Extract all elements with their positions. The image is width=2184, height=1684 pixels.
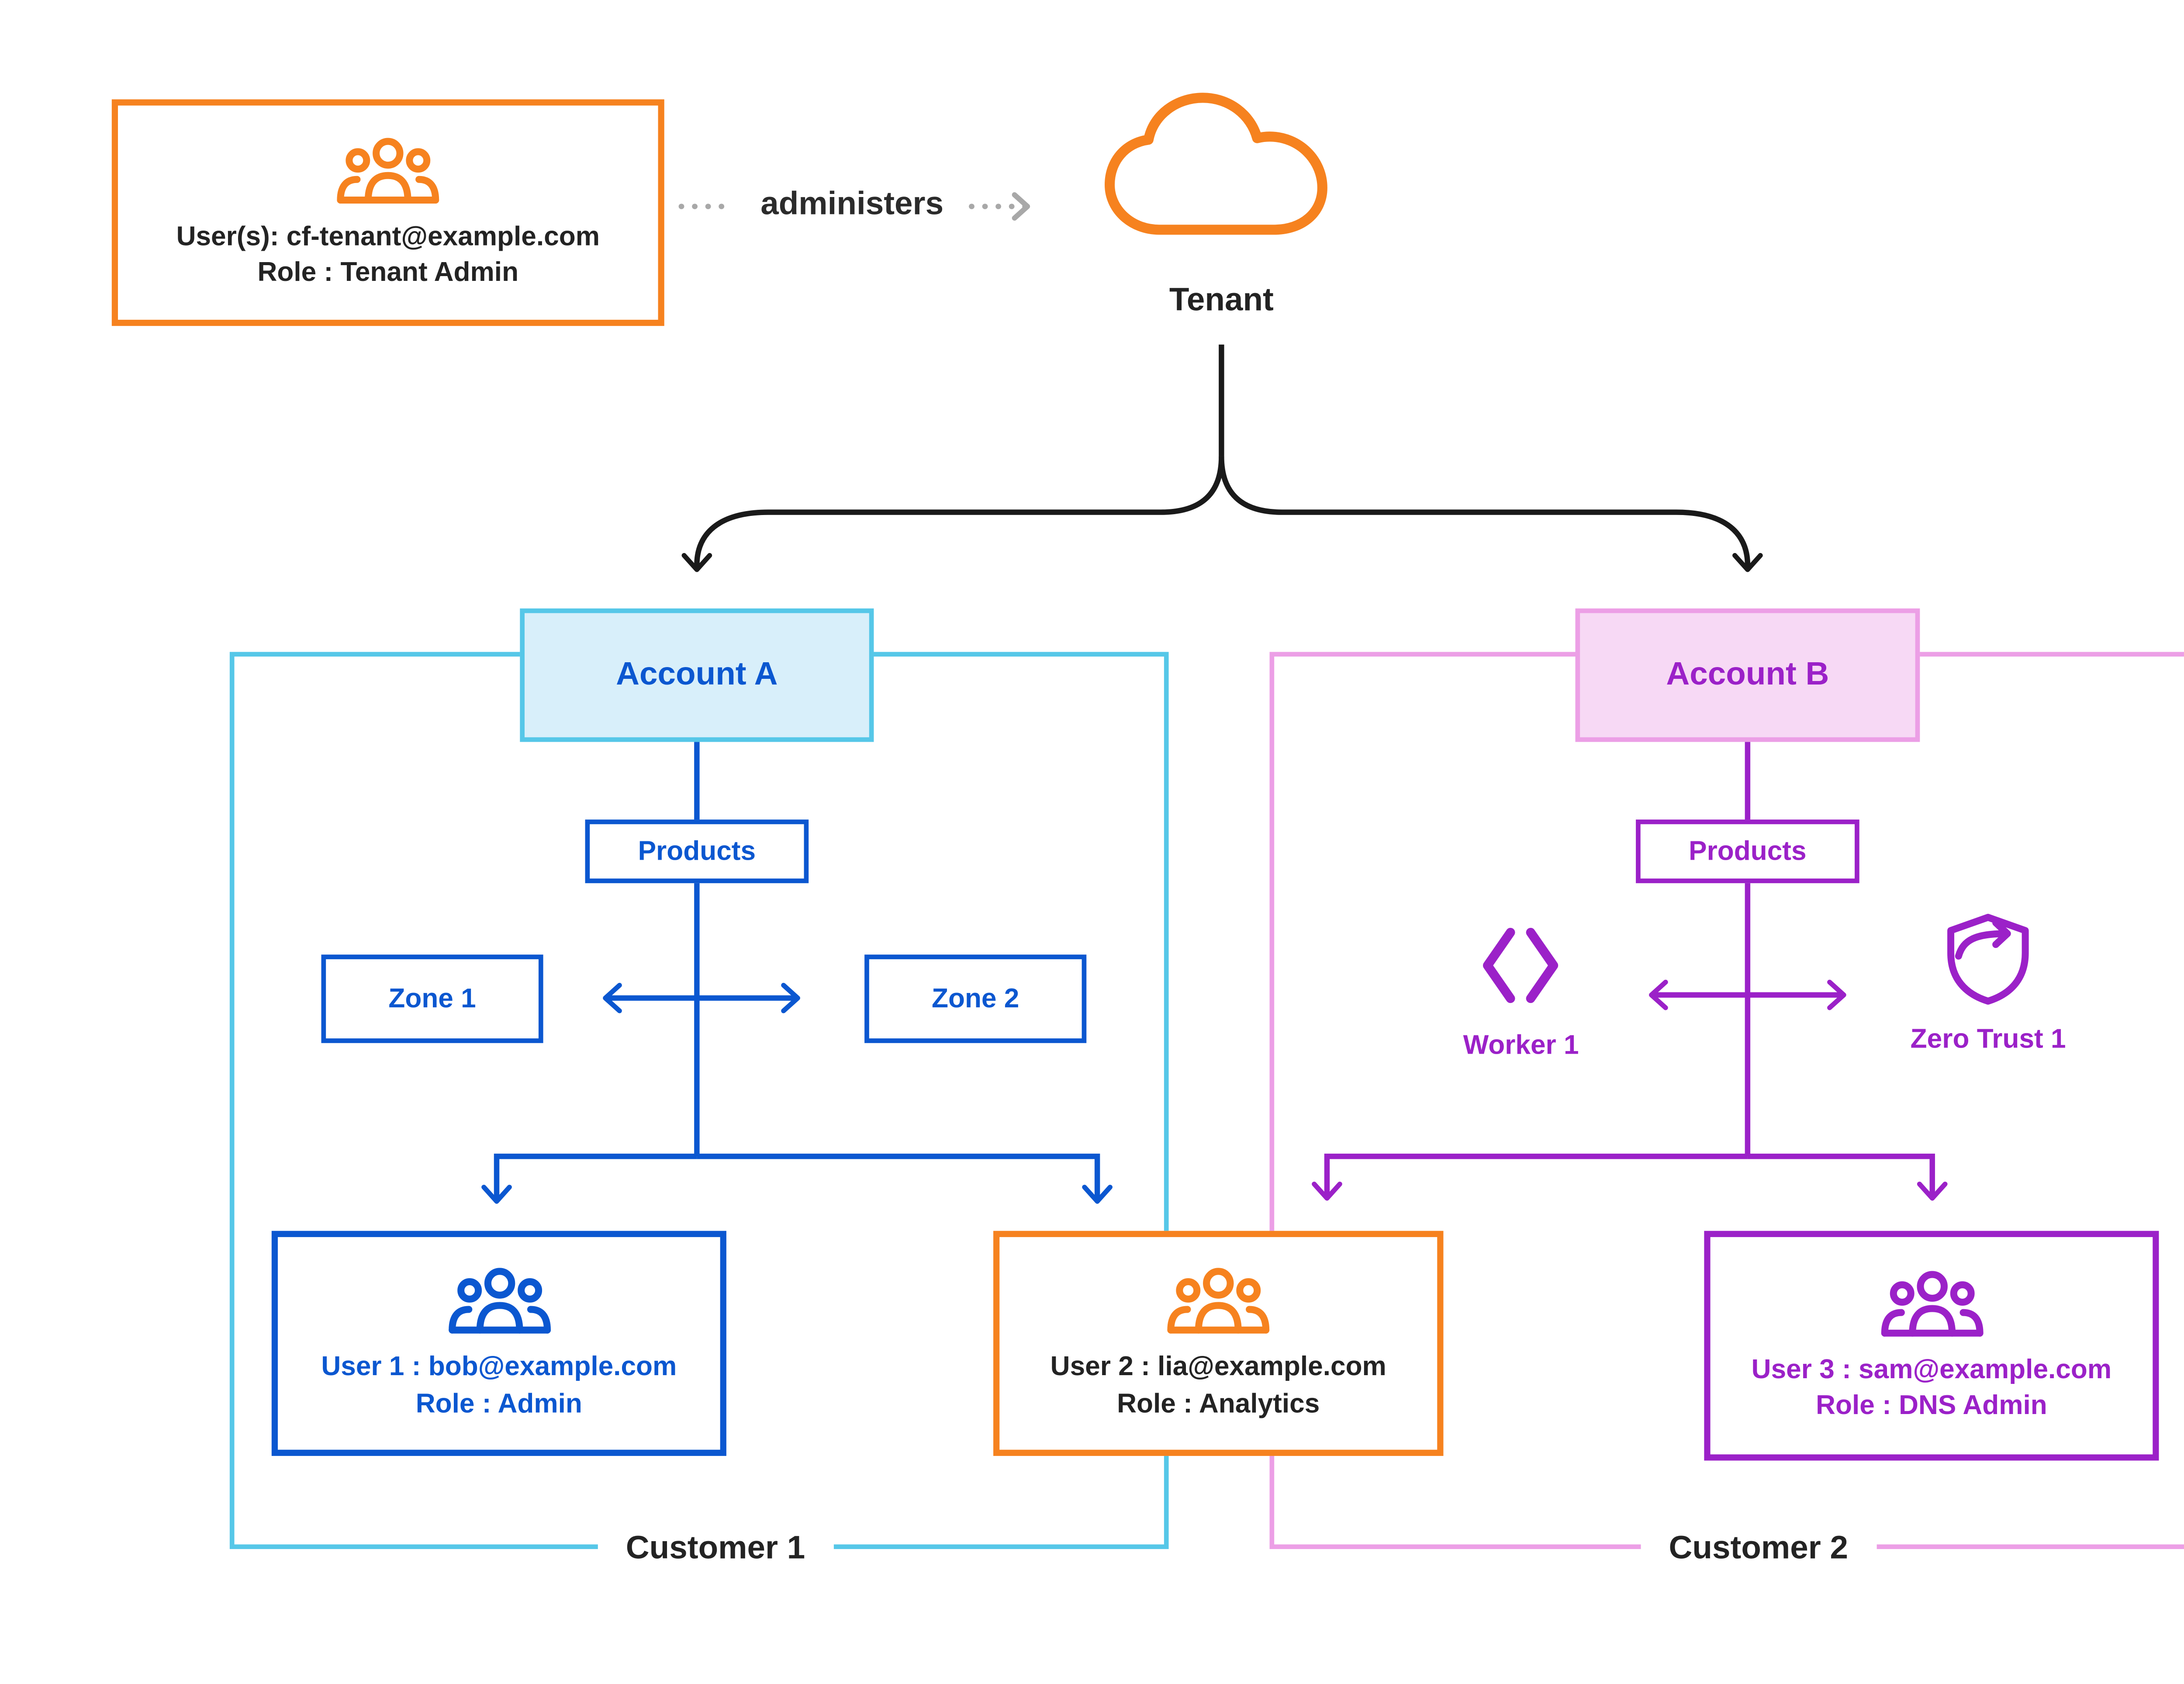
account-a-box: Account A	[520, 608, 874, 742]
user3-role-line: Role : DNS Admin	[1816, 1389, 2047, 1421]
account-b-box: Account B	[1575, 608, 1920, 742]
shield-arrow-icon	[1945, 913, 2032, 1006]
user2-role-line: Role : Analytics	[1117, 1387, 1320, 1418]
customer2-label: Customer 2	[1641, 1525, 1876, 1573]
zero-trust-1-node: Zero Trust 1	[1911, 913, 2066, 1055]
account-a-to-user1-connector	[481, 1153, 697, 1204]
administers-label: administers	[760, 186, 944, 222]
account-a-to-user2-connector	[697, 1153, 1113, 1204]
zone-1-box: Zone 1	[321, 954, 543, 1043]
worker-1-label: Worker 1	[1463, 1029, 1579, 1060]
user1-role-line: Role : Admin	[415, 1387, 582, 1418]
account-b-to-user3-connector	[1747, 1153, 1948, 1201]
users-group-icon	[1167, 1266, 1270, 1338]
tenant-admin-box: User(s): cf-tenant@example.com Role : Te…	[111, 99, 664, 326]
user1-box: User 1 : bob@example.com Role : Admin	[271, 1231, 726, 1456]
products-a-box: Products	[585, 820, 809, 883]
workers-icon	[1481, 925, 1562, 1006]
cloud-icon	[1104, 93, 1327, 235]
customer1-label: Customer 1	[598, 1525, 833, 1573]
user3-email-line: User 3 : sam@example.com	[1751, 1353, 2112, 1385]
tenant-to-account-a-connector	[681, 456, 1224, 572]
account-b-to-user2-connector	[1312, 1153, 1748, 1201]
worker-1-node: Worker 1	[1463, 925, 1579, 1062]
tenant-to-account-b-connector	[1219, 456, 1763, 572]
user3-box: User 3 : sam@example.com Role : DNS Admi…	[1704, 1231, 2159, 1461]
user2-email-line: User 2 : lia@example.com	[1050, 1351, 1386, 1382]
tenant-label: Tenant	[1169, 282, 1274, 318]
tenant-admin-role-line: Role : Tenant Admin	[257, 256, 519, 287]
users-group-icon	[448, 1266, 550, 1338]
users-group-icon	[1880, 1268, 1983, 1341]
user2-box: User 2 : lia@example.com Role : Analytic…	[993, 1231, 1444, 1456]
tenant-admin-user-line: User(s): cf-tenant@example.com	[176, 220, 600, 252]
products-b-box: Products	[1636, 820, 1859, 883]
users-group-icon	[337, 135, 439, 208]
zone-2-box: Zone 2	[864, 954, 1087, 1043]
zero-trust-1-label: Zero Trust 1	[1910, 1023, 2066, 1054]
user1-email-line: User 1 : bob@example.com	[321, 1351, 677, 1382]
